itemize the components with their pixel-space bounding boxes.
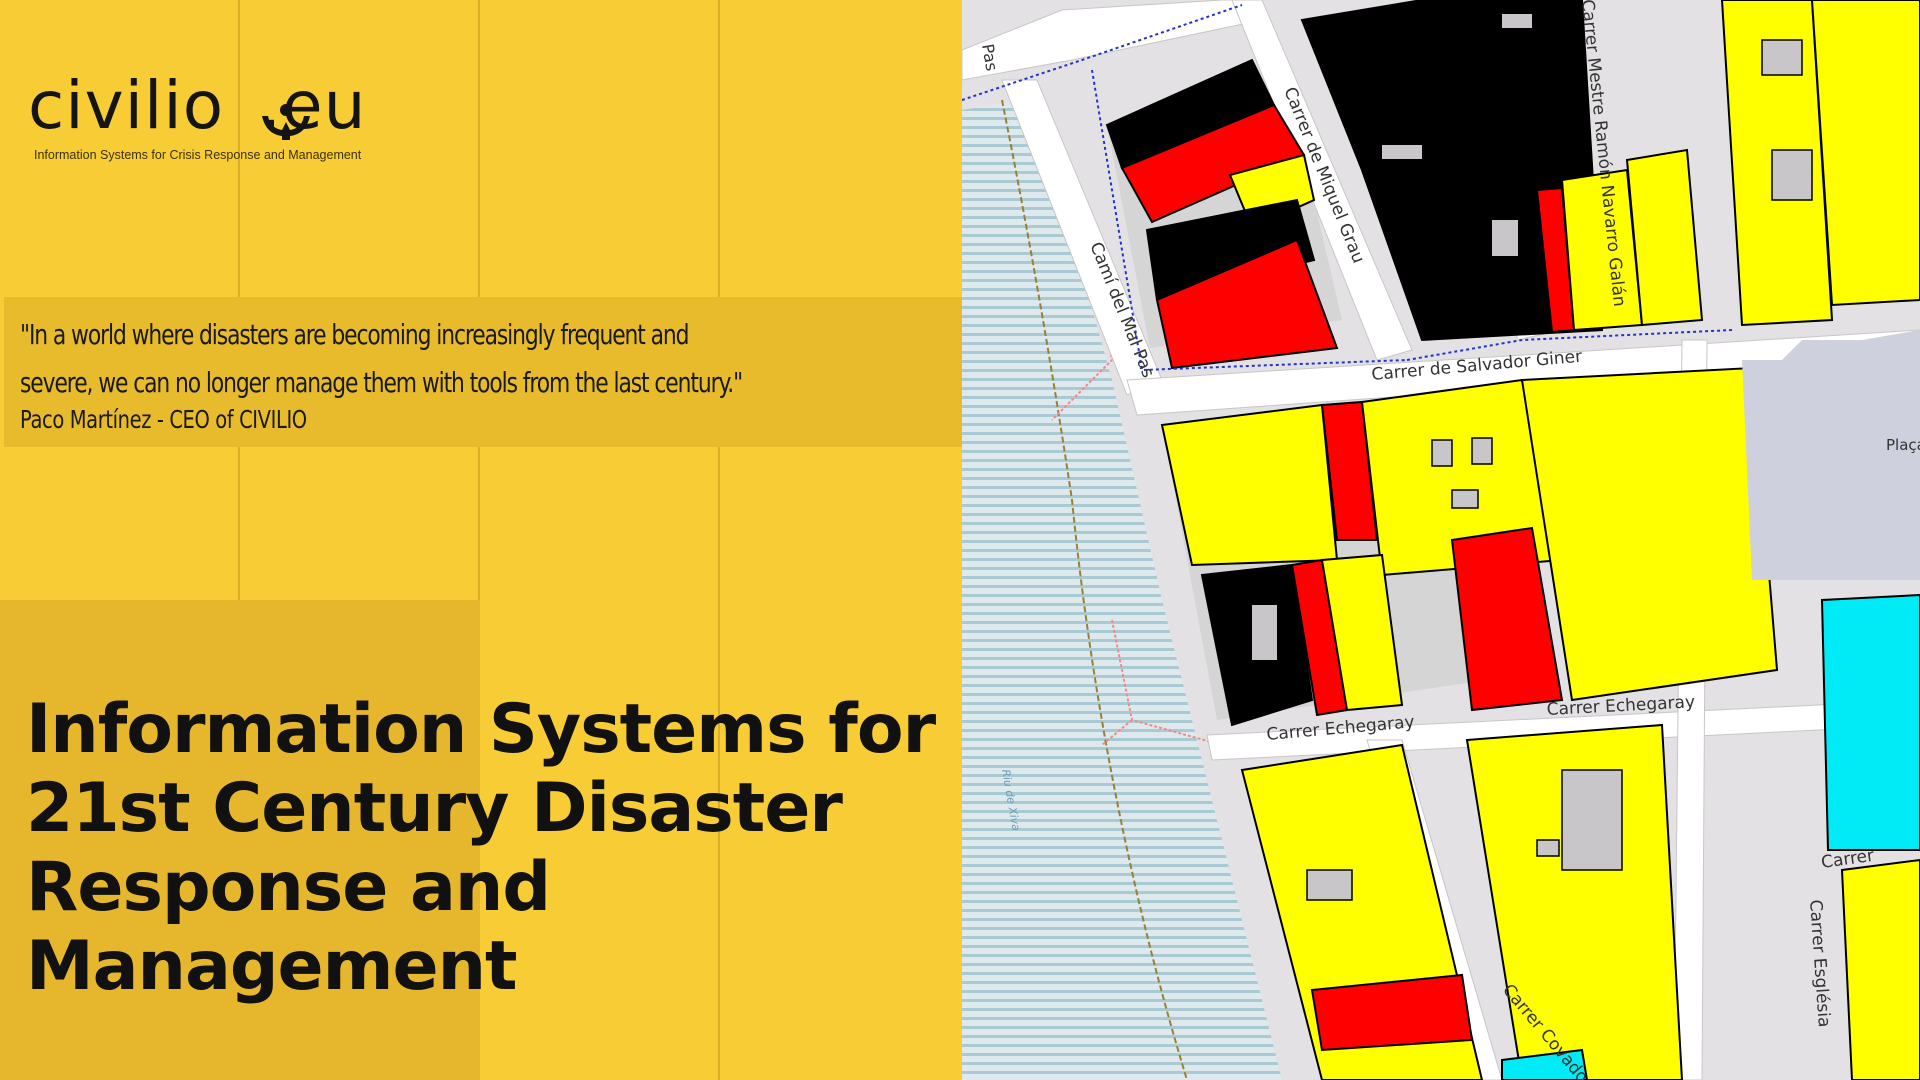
title-line: 21st Century Disaster: [26, 769, 843, 848]
courtyard: [1451, 489, 1479, 509]
building-affected: [1465, 723, 1684, 1080]
divider-line: [718, 0, 720, 1080]
civilio-logo[interactable]: civilio.eu Information Systems for Crisi…: [28, 62, 408, 172]
logo-wordmark: civilio.eu: [28, 67, 367, 144]
courtyard: [1561, 769, 1623, 871]
courtyard: [1536, 839, 1560, 857]
river-area: [962, 100, 1282, 1080]
courtyard: [1431, 439, 1453, 467]
hands-holding-person-icon: [262, 104, 310, 140]
damage-map[interactable]: Pas Carrer de Miquel Grau Carrer Mestre …: [962, 0, 1920, 1080]
street: [1126, 329, 1920, 416]
quote-line: severe, we can no longer manage them wit…: [20, 366, 743, 399]
building-affected: [1625, 148, 1704, 327]
plaza: [1742, 330, 1920, 580]
courtyard: [1761, 39, 1803, 76]
courtyard: [1252, 605, 1277, 660]
courtyard: [1492, 220, 1518, 256]
building-affected: [1320, 553, 1404, 712]
courtyard: [1382, 145, 1422, 159]
boundary-line: [962, 4, 1733, 372]
building-destroyed: [1300, 0, 1604, 342]
building-water: [1820, 593, 1920, 851]
building-affected: [1160, 403, 1339, 567]
building-damaged: [1155, 238, 1339, 370]
title-line: Information Systems for: [26, 690, 936, 769]
courtyard: [1771, 149, 1813, 201]
left-panel: civilio.eu Information Systems for Crisi…: [0, 0, 962, 1080]
quote-band: "In a world where disasters are becoming…: [4, 297, 962, 447]
logo-tagline: Information Systems for Crisis Response …: [34, 148, 362, 162]
courtyard: [1471, 437, 1493, 465]
building-affected: [1840, 858, 1920, 1080]
courtyard: [1502, 14, 1532, 28]
building-damaged: [1450, 526, 1564, 712]
title-line: Response and: [26, 848, 551, 927]
accent-block: [0, 600, 480, 1080]
divider-line: [478, 0, 480, 1080]
divider-line: [238, 0, 240, 1080]
quote-line: "In a world where disasters are becoming…: [20, 318, 690, 351]
street: [1231, 0, 1413, 361]
quote-text: "In a world where disasters are becoming…: [20, 311, 956, 407]
building-damaged: [1310, 973, 1474, 1052]
building-water: [1501, 1048, 1589, 1080]
courtyard: [1306, 869, 1353, 901]
building-affected: [1810, 0, 1920, 307]
quote-author: Paco Martínez - CEO of CIVILIO: [20, 405, 307, 434]
page-title: Information Systems for 21st Century Dis…: [26, 690, 946, 1006]
title-line: Management: [26, 927, 518, 1006]
plaza-label: Plaça de l'Església de Sant Jordi: [1886, 436, 1920, 454]
building-affected: [1520, 366, 1779, 702]
building-destroyed: [1145, 198, 1316, 302]
street-label: Pas: [978, 42, 1001, 72]
